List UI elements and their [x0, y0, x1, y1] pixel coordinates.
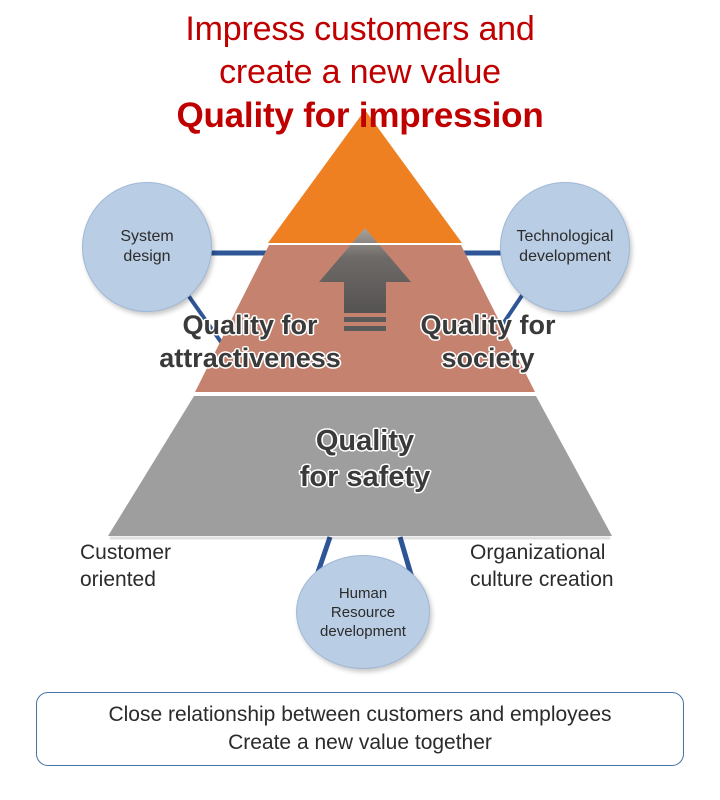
node-human-resource-development-label: Human Resource development — [314, 584, 412, 641]
pyramid-tiers — [108, 110, 612, 536]
pyramid-tier-safety — [108, 396, 612, 536]
footer-line-2: Create a new value together — [228, 731, 492, 754]
node-technological-development-line2: development — [519, 248, 611, 265]
node-technological-development[interactable]: Technological development — [500, 182, 630, 312]
upward-arrow-icon — [319, 228, 411, 331]
node-system-design[interactable]: System design — [82, 182, 212, 312]
node-human-resource-development-line1: Human — [338, 584, 388, 602]
node-human-resource-development-line3: development — [320, 622, 406, 640]
node-system-design-label: System design — [114, 227, 179, 267]
node-technological-development-line1: Technological — [516, 228, 614, 245]
node-technological-development-label: Technological development — [511, 227, 620, 267]
connector-system-design-diagonal — [181, 286, 230, 354]
pyramid-tier-apex — [268, 110, 462, 243]
arrow-body — [319, 228, 411, 313]
arrow-stripe-2 — [344, 326, 386, 331]
arrow-stripe-1 — [344, 317, 386, 322]
node-system-design-line2: design — [123, 248, 171, 265]
node-human-resource-development-line2: Resource — [330, 603, 396, 621]
node-human-resource-development[interactable]: Human Resource development — [296, 555, 430, 669]
footer-line-1: Close relationship between customers and… — [108, 703, 612, 726]
footer-callout-box: Close relationship between customers and… — [36, 692, 684, 766]
node-system-design-line1: System — [120, 228, 174, 245]
